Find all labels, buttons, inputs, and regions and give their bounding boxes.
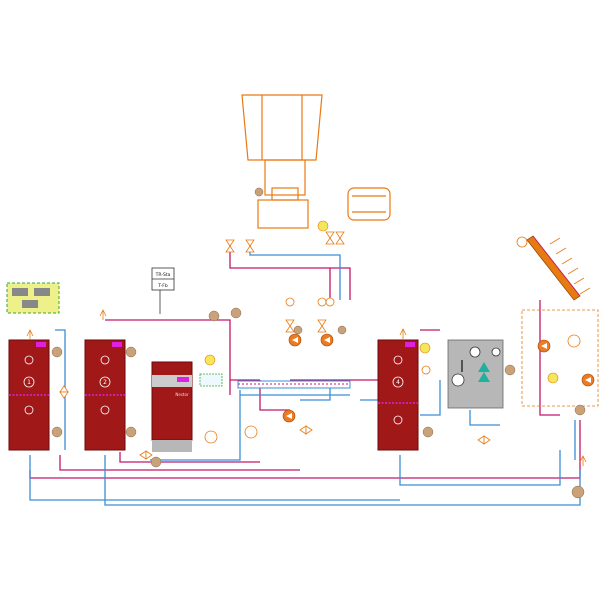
sun-rays-icon [549, 237, 591, 295]
control-unit-top-label: TR-Sta [155, 272, 171, 278]
heat-exchanger-panel [199, 373, 223, 387]
tank-number-label: 4 [396, 379, 400, 386]
tank-number-label: 1 [27, 379, 31, 386]
storage-tank-2[interactable]: 2 [84, 339, 126, 451]
pump-icon[interactable] [537, 339, 551, 353]
pump-icon[interactable] [288, 333, 302, 347]
flow-meter-icons [204, 220, 559, 384]
pump-icon[interactable] [320, 333, 334, 347]
pump-icon[interactable] [282, 409, 296, 423]
storage-tank-4[interactable]: 4 [377, 339, 419, 451]
valve-icon[interactable] [59, 231, 491, 460]
control-unit-bottom-label: T-Fb [157, 283, 168, 289]
water-station[interactable] [447, 339, 504, 409]
boiler[interactable]: Nestor [151, 361, 193, 452]
temperature-sensor-icons [51, 187, 586, 499]
control-unit[interactable]: TR-Sta T-Fb [151, 267, 175, 314]
boiler-label: Nestor [175, 392, 189, 397]
solar-station-frame [521, 309, 599, 407]
chimney [241, 94, 323, 229]
control-panel[interactable] [6, 282, 60, 314]
vent-arrow-icons [26, 309, 587, 466]
expansion-vessel [347, 187, 391, 221]
pump-icon[interactable] [581, 373, 595, 387]
tank-number-label: 2 [103, 379, 107, 386]
solar-collector[interactable] [526, 235, 581, 301]
storage-tank-1[interactable]: 1 [8, 339, 50, 451]
distribution-manifold [237, 380, 351, 389]
